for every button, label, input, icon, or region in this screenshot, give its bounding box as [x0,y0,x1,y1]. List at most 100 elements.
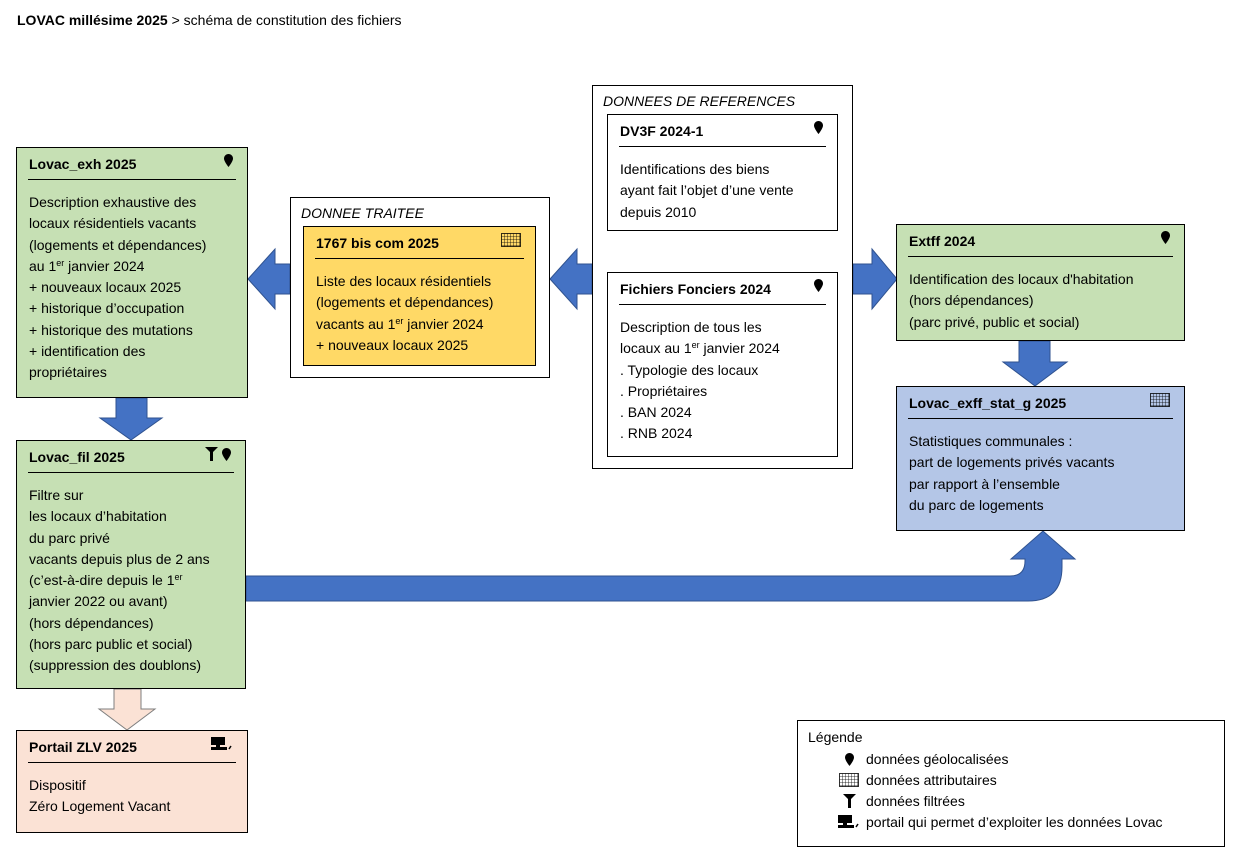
description-line: par rapport à l’ensemble [909,475,1060,492]
title-divider [908,418,1173,419]
description-line: + historique des mutations [29,321,193,338]
funnel-icon [205,447,218,461]
pin-icon [814,121,823,134]
box-title: Extff 2024 [909,233,976,249]
group-label: DONNEES DE REFERENCES [603,93,796,109]
arrow-references-to-traitee [549,247,593,311]
description-line: du parc de logements [909,496,1044,513]
description-line: Description exhaustive des [29,194,197,210]
box-icons [1161,231,1170,244]
box-description: Description de tous les locaux au 1er jan… [620,317,780,445]
box-icons [1150,393,1170,407]
description-line: . BAN 2024 [620,404,692,421]
pin-icon [844,752,854,766]
description-line: les locaux d’habitation [29,508,167,525]
legend-item: portail qui permet d’exploiter les donné… [836,814,1163,830]
description-line: . Typologie des locaux [620,361,759,378]
description-line: . RNB 2024 [620,425,693,442]
pin-icon [222,447,231,461]
description-line: locaux au 1er janvier 2024 [620,340,780,357]
legend-label: données filtrées [866,793,965,809]
description-line: Dispositif [29,777,86,793]
description-line: Liste des locaux résidentiels [316,273,492,289]
title-divider [28,472,234,473]
description-line: (hors dépendances) [909,292,1034,309]
box-description: Identifications des biens ayant fait l’ob… [620,159,794,223]
arrow-traitee-to-exh [247,247,291,311]
box-title: 1767 bis com 2025 [316,235,439,251]
description-line: propriétaires [29,364,107,381]
description-line: (parc privé, public et social) [909,313,1080,330]
title-divider [908,256,1173,257]
legend: Légende données géolocalisées données att… [797,720,1225,847]
box-icons [211,737,233,751]
description-line: du parc privé [29,529,110,546]
arrow-fil-to-stat [245,530,1077,602]
box-icons [814,279,823,292]
box-title: Portail ZLV 2025 [29,739,137,755]
grid-icon [839,773,859,787]
pin-icon [224,154,233,167]
description-line: au 1er janvier 2024 [29,257,145,274]
description-line: (logements et dépendances) [316,294,494,311]
page-title: LOVAC millésime 2025 > schéma de constit… [17,12,402,28]
description-line: Description de tous les [620,319,762,335]
box-description: Description exhaustive des locaux résiden… [29,192,206,384]
description-line: (hors parc public et social) [29,636,193,653]
description-line: locaux résidentiels vacants [29,215,197,232]
description-line: vacants au 1er janvier 2024 [316,315,484,332]
box-description: Filtre sur les locaux d’habitation du parc… [29,485,210,677]
legend-title: Légende [808,729,863,745]
arrow-exh-to-fil [98,397,164,441]
description-line: + nouveaux locaux 2025 [29,279,182,296]
description-line: (logements et dépendances) [29,236,207,253]
legend-item: données filtrées [836,793,965,809]
arrow-references-to-extff [852,247,898,311]
box-icons [814,121,823,134]
legend-label: données géolocalisées [866,751,1009,767]
description-line: depuis 2010 [620,203,697,220]
portal-icon [838,815,860,829]
group-label: DONNEE TRAITEE [301,205,424,221]
box-icons [205,447,231,461]
legend-label: portail qui permet d’exploiter les donné… [866,814,1163,830]
pin-icon [1161,231,1170,244]
description-line: vacants depuis plus de 2 ans [29,550,210,567]
description-line: + identification des [29,343,146,360]
description-line: + nouveaux locaux 2025 [316,336,469,353]
funnel-icon [842,794,856,808]
legend-item: données attributaires [836,772,997,788]
description-line: ayant fait l’objet d’une vente [620,182,794,199]
box-title: DV3F 2024-1 [620,123,704,139]
box-title: Lovac_exh 2025 [29,156,137,172]
description-line: (hors dépendances) [29,614,154,631]
legend-label: données attributaires [866,772,997,788]
description-line: Filtre sur [29,487,84,503]
grid-icon [501,233,521,247]
description-line: Identifications des biens [620,161,770,177]
description-line: . Propriétaires [620,382,708,399]
title-divider [28,179,236,180]
pin-icon [814,279,823,292]
box-icons [501,233,521,247]
box-description: Liste des locaux résidentiels (logements … [316,271,493,356]
description-line: + historique d’occupation [29,300,185,317]
box-title: Lovac_exff_stat_g 2025 [909,395,1067,411]
portal-icon [211,737,233,751]
arrow-fil-to-zlv [97,688,157,731]
box-icons [224,154,233,167]
description-line: Statistiques communales : [909,433,1073,449]
box-description: Statistiques communales :part de logemen… [909,431,1114,516]
description-line: Identification des locaux d'habitation [909,271,1134,287]
description-line: Zéro Logement Vacant [29,798,171,815]
title-divider [619,146,826,147]
